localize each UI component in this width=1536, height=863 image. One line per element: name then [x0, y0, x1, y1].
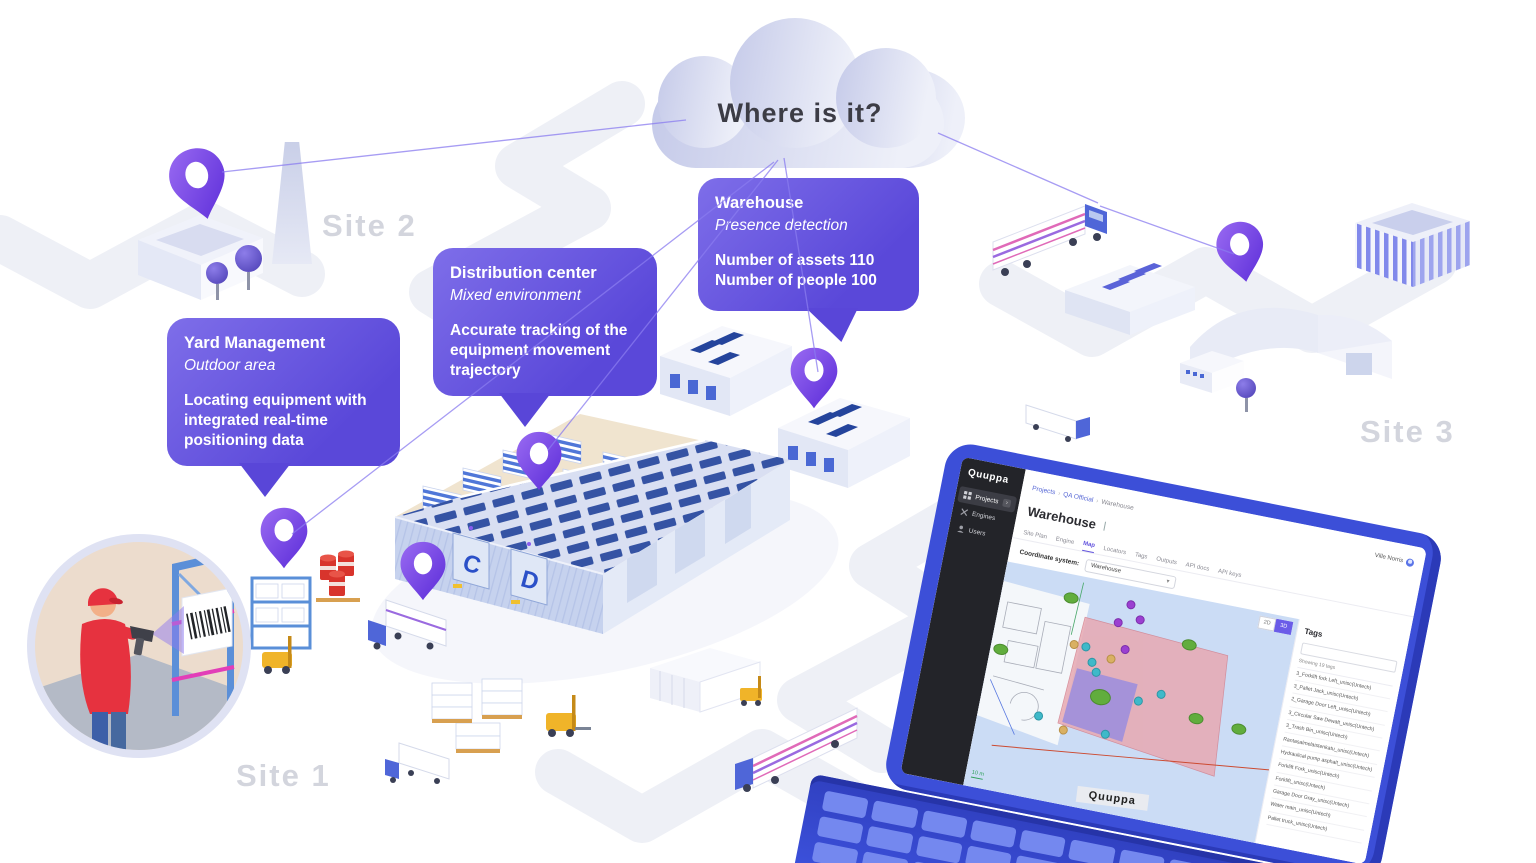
site3-label: Site 3 — [1360, 414, 1455, 449]
yard-management-bubble: Yard Management Outdoor area Locating eq… — [167, 318, 400, 466]
breadcrumb-projects[interactable]: Projects — [1031, 484, 1056, 496]
sidebar-item-label: Users — [968, 526, 987, 538]
user-name: Ville Norris — [1374, 552, 1404, 565]
cloud-question: Where is it? — [717, 98, 883, 128]
site3-buildings — [1065, 203, 1470, 393]
sidebar-item-label: Projects — [974, 493, 1000, 506]
bubble-subtitle: Outdoor area — [184, 357, 276, 375]
location-pin-site3 — [1216, 221, 1263, 282]
chevron-down-icon: ▾ — [1165, 578, 1170, 585]
dock-door-letter-c: C — [460, 549, 484, 580]
bubble-subtitle: Mixed environment — [450, 287, 581, 305]
bubble-stat: Number of assets 110 — [715, 251, 875, 269]
coordinate-system-label: Coordinate system: — [1018, 548, 1080, 567]
sidebar-item-users[interactable]: Users — [951, 519, 1011, 546]
site1-zoom-circle — [27, 534, 251, 758]
avatar-icon — [1405, 557, 1415, 568]
sidebar-item-projects[interactable]: Projects › — [957, 485, 1018, 513]
warehouse-bubble: Warehouse Presence detection Number of a… — [698, 178, 919, 311]
engines-icon — [960, 508, 969, 517]
location-pin-warehouse — [790, 347, 838, 409]
tree — [206, 262, 228, 300]
semi-truck — [992, 204, 1107, 276]
laptop-screen: Quuppa Projects › Engines — [900, 456, 1427, 863]
tree — [1236, 378, 1256, 412]
site2-label: Site 2 — [322, 208, 417, 243]
app-main: Projects › QA Official › Warehouse Ville… — [963, 469, 1427, 863]
site1-label: Site 1 — [236, 758, 331, 793]
location-pin-yard — [260, 507, 308, 569]
bubble-body: Locating equipment with integrated real-… — [184, 391, 367, 449]
pallets-and-forklift — [431, 678, 591, 753]
bubble-body: Accurate tracking of the equipment movem… — [450, 321, 628, 379]
laptop-screen-frame: Quuppa Projects › Engines — [881, 440, 1446, 863]
edit-cursor-icon — [1103, 521, 1106, 531]
bubble-title: Warehouse — [715, 194, 804, 212]
tags-list: 3_Forklift fork Left_unisc(Untech)3_Pall… — [1266, 667, 1393, 844]
shipping-containers — [650, 648, 762, 713]
chevron-right-icon: › — [1002, 498, 1012, 508]
location-pin-interior — [516, 431, 562, 491]
semi-truck — [735, 707, 858, 792]
sidebar-item-label: Engines — [971, 510, 996, 522]
bubble-subtitle: Presence detection — [715, 217, 848, 235]
users-person-icon — [957, 525, 964, 533]
app-sidebar: Quuppa Projects › Engines — [900, 456, 1026, 786]
box-truck — [1025, 404, 1090, 442]
breadcrumb-qa-official[interactable]: QA Official — [1062, 490, 1095, 504]
sidebar-item-engines[interactable]: Engines — [954, 503, 1014, 530]
barrels-rack-forklift — [250, 550, 360, 674]
breadcrumb-separator: › — [1095, 497, 1100, 505]
bubble-title: Distribution center — [450, 264, 597, 282]
location-pin-dock — [400, 541, 446, 601]
cloud: Where is it? — [650, 16, 965, 176]
bubble-title: Yard Management — [184, 334, 326, 352]
delivery-van — [385, 742, 450, 784]
user-menu[interactable]: Ville Norris — [1374, 552, 1415, 568]
box-truck — [368, 599, 447, 650]
projects-grid-icon — [962, 490, 973, 500]
distribution-center-bubble: Distribution center Mixed environment Ac… — [433, 248, 657, 396]
laptop: Quuppa Projects › Engines — [789, 440, 1536, 863]
tree — [235, 245, 262, 290]
coordinate-system-value: Warehouse — [1090, 562, 1122, 575]
map-canvas[interactable]: Quuppa 10 m 2D 3D — [963, 561, 1299, 843]
bubble-stat: Number of people 100 — [715, 271, 877, 289]
dock-door-letter-d: D — [518, 565, 542, 596]
breadcrumb-separator: › — [1057, 489, 1062, 497]
breadcrumb-warehouse: Warehouse — [1100, 498, 1135, 512]
location-pin-site2 — [169, 148, 225, 219]
